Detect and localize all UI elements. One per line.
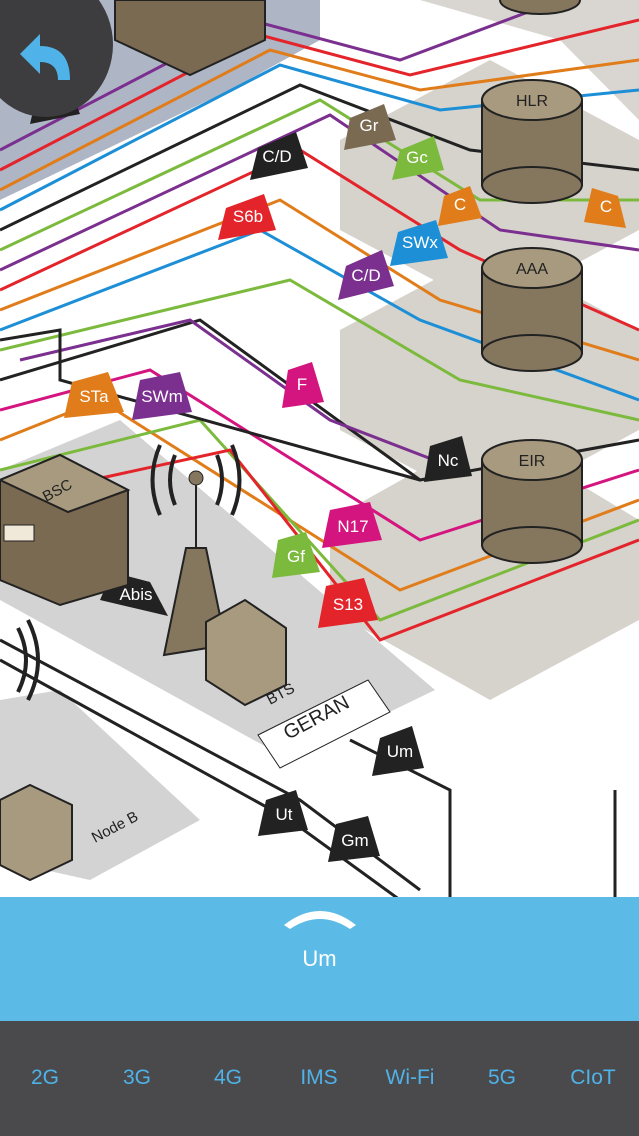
tag-s13[interactable]: S13: [318, 578, 378, 628]
tag-label: STa: [79, 387, 109, 406]
tag-label: S13: [333, 595, 363, 614]
tag-swm[interactable]: SWm: [132, 372, 192, 420]
selected-interface-label: Um: [302, 946, 337, 971]
interface-tags[interactable]: Mc Gr Gc C/D S6b C C SWx C/D F STa SWm N…: [30, 82, 626, 862]
aaa-label: AAA: [516, 261, 548, 278]
tab-4g[interactable]: 4G: [213, 1066, 242, 1089]
tab-3g[interactable]: 3G: [122, 1066, 151, 1089]
tag-um[interactable]: Um: [372, 726, 424, 776]
tag-gc[interactable]: Gc: [392, 136, 444, 180]
tag-gf[interactable]: Gf: [272, 532, 320, 578]
tag-nc[interactable]: Nc: [424, 436, 472, 482]
server-building-icon: [114, 0, 266, 77]
tab-wifi[interactable]: Wi-Fi: [385, 1066, 435, 1089]
partial-node-top: [499, 0, 581, 15]
hlr-node[interactable]: HLR: [481, 79, 583, 204]
tag-label: Um: [387, 742, 413, 761]
tag-label: C/D: [262, 147, 291, 166]
tag-gm[interactable]: Gm: [328, 816, 380, 862]
hlr-label: HLR: [516, 93, 548, 110]
tag-label: Gf: [287, 547, 305, 566]
bsc-node[interactable]: BSC: [0, 453, 131, 607]
tag-label: N17: [337, 517, 368, 536]
tag-label: C: [600, 197, 612, 216]
network-architecture-map[interactable]: Mc Gr Gc C/D S6b C C SWx C/D F STa SWm N…: [0, 0, 639, 900]
tag-label: Abis: [119, 585, 152, 604]
tab-5g[interactable]: 5G: [487, 1066, 516, 1089]
tag-cd-2[interactable]: C/D: [338, 250, 394, 300]
aaa-node[interactable]: AAA: [481, 247, 583, 372]
eir-label: EIR: [519, 453, 546, 470]
tag-sta[interactable]: STa: [64, 372, 124, 418]
tag-label: Gm: [341, 831, 368, 850]
tab-ims[interactable]: IMS: [300, 1066, 338, 1089]
bts-node[interactable]: BTS: [150, 444, 298, 709]
tag-ut[interactable]: Ut: [258, 790, 308, 836]
back-arrow-icon: [20, 34, 70, 80]
tag-f[interactable]: F: [282, 362, 324, 408]
tag-label: Gr: [360, 116, 379, 135]
tag-cd-1[interactable]: C/D: [250, 132, 308, 180]
tag-label: SWx: [402, 233, 438, 252]
tag-label: Nc: [438, 451, 459, 470]
eir-node[interactable]: EIR: [481, 439, 583, 564]
tag-gr[interactable]: Gr: [344, 104, 396, 150]
tag-label: F: [297, 375, 307, 394]
tab-2g[interactable]: 2G: [30, 1066, 59, 1089]
tag-label: C/D: [351, 266, 380, 285]
tag-s6b[interactable]: S6b: [218, 194, 276, 240]
tag-label: S6b: [233, 207, 263, 226]
tag-c-2[interactable]: C: [584, 188, 626, 228]
tag-n17[interactable]: N17: [322, 502, 382, 548]
chevron-up-icon[interactable]: [280, 903, 360, 933]
tag-label: Ut: [276, 805, 293, 824]
tag-label: SWm: [141, 387, 183, 406]
generation-tab-bar: [0, 1021, 639, 1136]
tag-swx[interactable]: SWx: [390, 220, 448, 266]
tag-c-1[interactable]: C: [438, 186, 482, 226]
tag-label: Gc: [406, 148, 428, 167]
tab-ciot[interactable]: CIoT: [570, 1066, 616, 1089]
tag-label: C: [454, 195, 466, 214]
database-nodes[interactable]: HLR AAA EIR: [481, 0, 583, 564]
